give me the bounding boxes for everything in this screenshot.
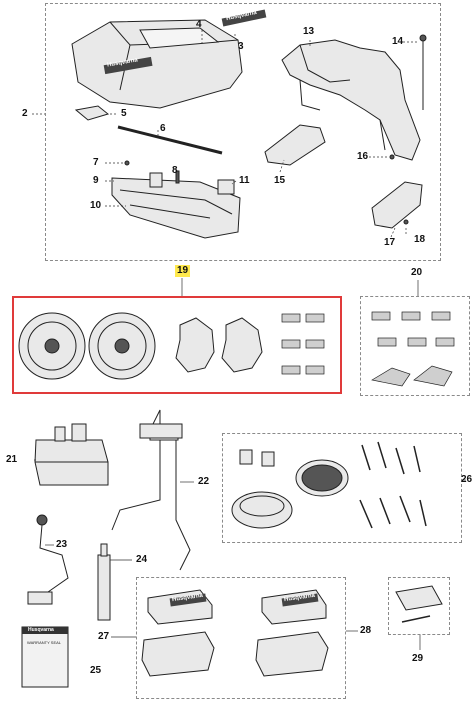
callout-4: 4 (196, 19, 202, 30)
callout-5: 5 (121, 108, 127, 119)
plate-kit-frame (388, 577, 450, 635)
callout-11: 11 (239, 175, 250, 186)
callout-19: 19 (175, 265, 191, 277)
brand-decal-part (221, 9, 267, 27)
callout-8: 8 (172, 165, 178, 176)
mounting-plate-part (395, 585, 443, 623)
drive-rod-part (117, 125, 223, 155)
chassis-part (281, 39, 421, 161)
wheel-kit (18, 312, 325, 380)
callout-21: 21 (6, 454, 18, 465)
callout-9: 9 (93, 175, 99, 186)
callout-26: 26 (461, 474, 473, 485)
skid-plate-kit (371, 311, 455, 387)
charging-box-part (34, 423, 109, 486)
rear-bracket-part (371, 181, 423, 229)
callout-27: 27 (98, 631, 110, 642)
installation-kit (231, 441, 427, 529)
installation-kit-frame (222, 433, 462, 543)
front-bracket-part (264, 124, 326, 166)
connector-box-frame (136, 577, 346, 699)
callout-14: 14 (392, 36, 404, 47)
main-assembly-frame (45, 3, 441, 261)
callout-13: 13 (303, 26, 315, 37)
cutting-height-assembly (111, 172, 241, 239)
callout-3: 3 (238, 41, 244, 52)
warranty-card-text: WARRANTY SEAL (27, 640, 62, 645)
callout-23: 23 (56, 539, 68, 550)
callout-29: 29 (412, 653, 424, 664)
power-cable-part (27, 514, 69, 605)
callout-10: 10 (90, 200, 102, 211)
clip-part (74, 105, 110, 121)
warranty-card-brand-text: Husqvarna (28, 627, 54, 633)
skid-plate-kit-frame (360, 296, 470, 396)
callout-7: 7 (93, 157, 99, 168)
wall-hanger-part (111, 409, 191, 571)
callout-6: 6 (160, 123, 166, 134)
lubricant-spray-part (97, 543, 111, 621)
body-cover-part (71, 19, 243, 109)
callout-17: 17 (384, 237, 396, 248)
callout-24: 24 (136, 554, 148, 565)
connector-box-left (141, 589, 215, 677)
callout-2: 2 (22, 108, 28, 119)
callout-22: 22 (198, 476, 210, 487)
callout-28: 28 (360, 625, 372, 636)
callout-25: 25 (90, 665, 102, 676)
connector-box-right (255, 589, 329, 677)
wheel-kit-frame (12, 296, 342, 394)
callout-20: 20 (411, 267, 423, 278)
warranty-card-part (21, 626, 69, 688)
callout-15: 15 (274, 175, 286, 186)
callout-18: 18 (414, 234, 426, 245)
callout-16: 16 (357, 151, 369, 162)
